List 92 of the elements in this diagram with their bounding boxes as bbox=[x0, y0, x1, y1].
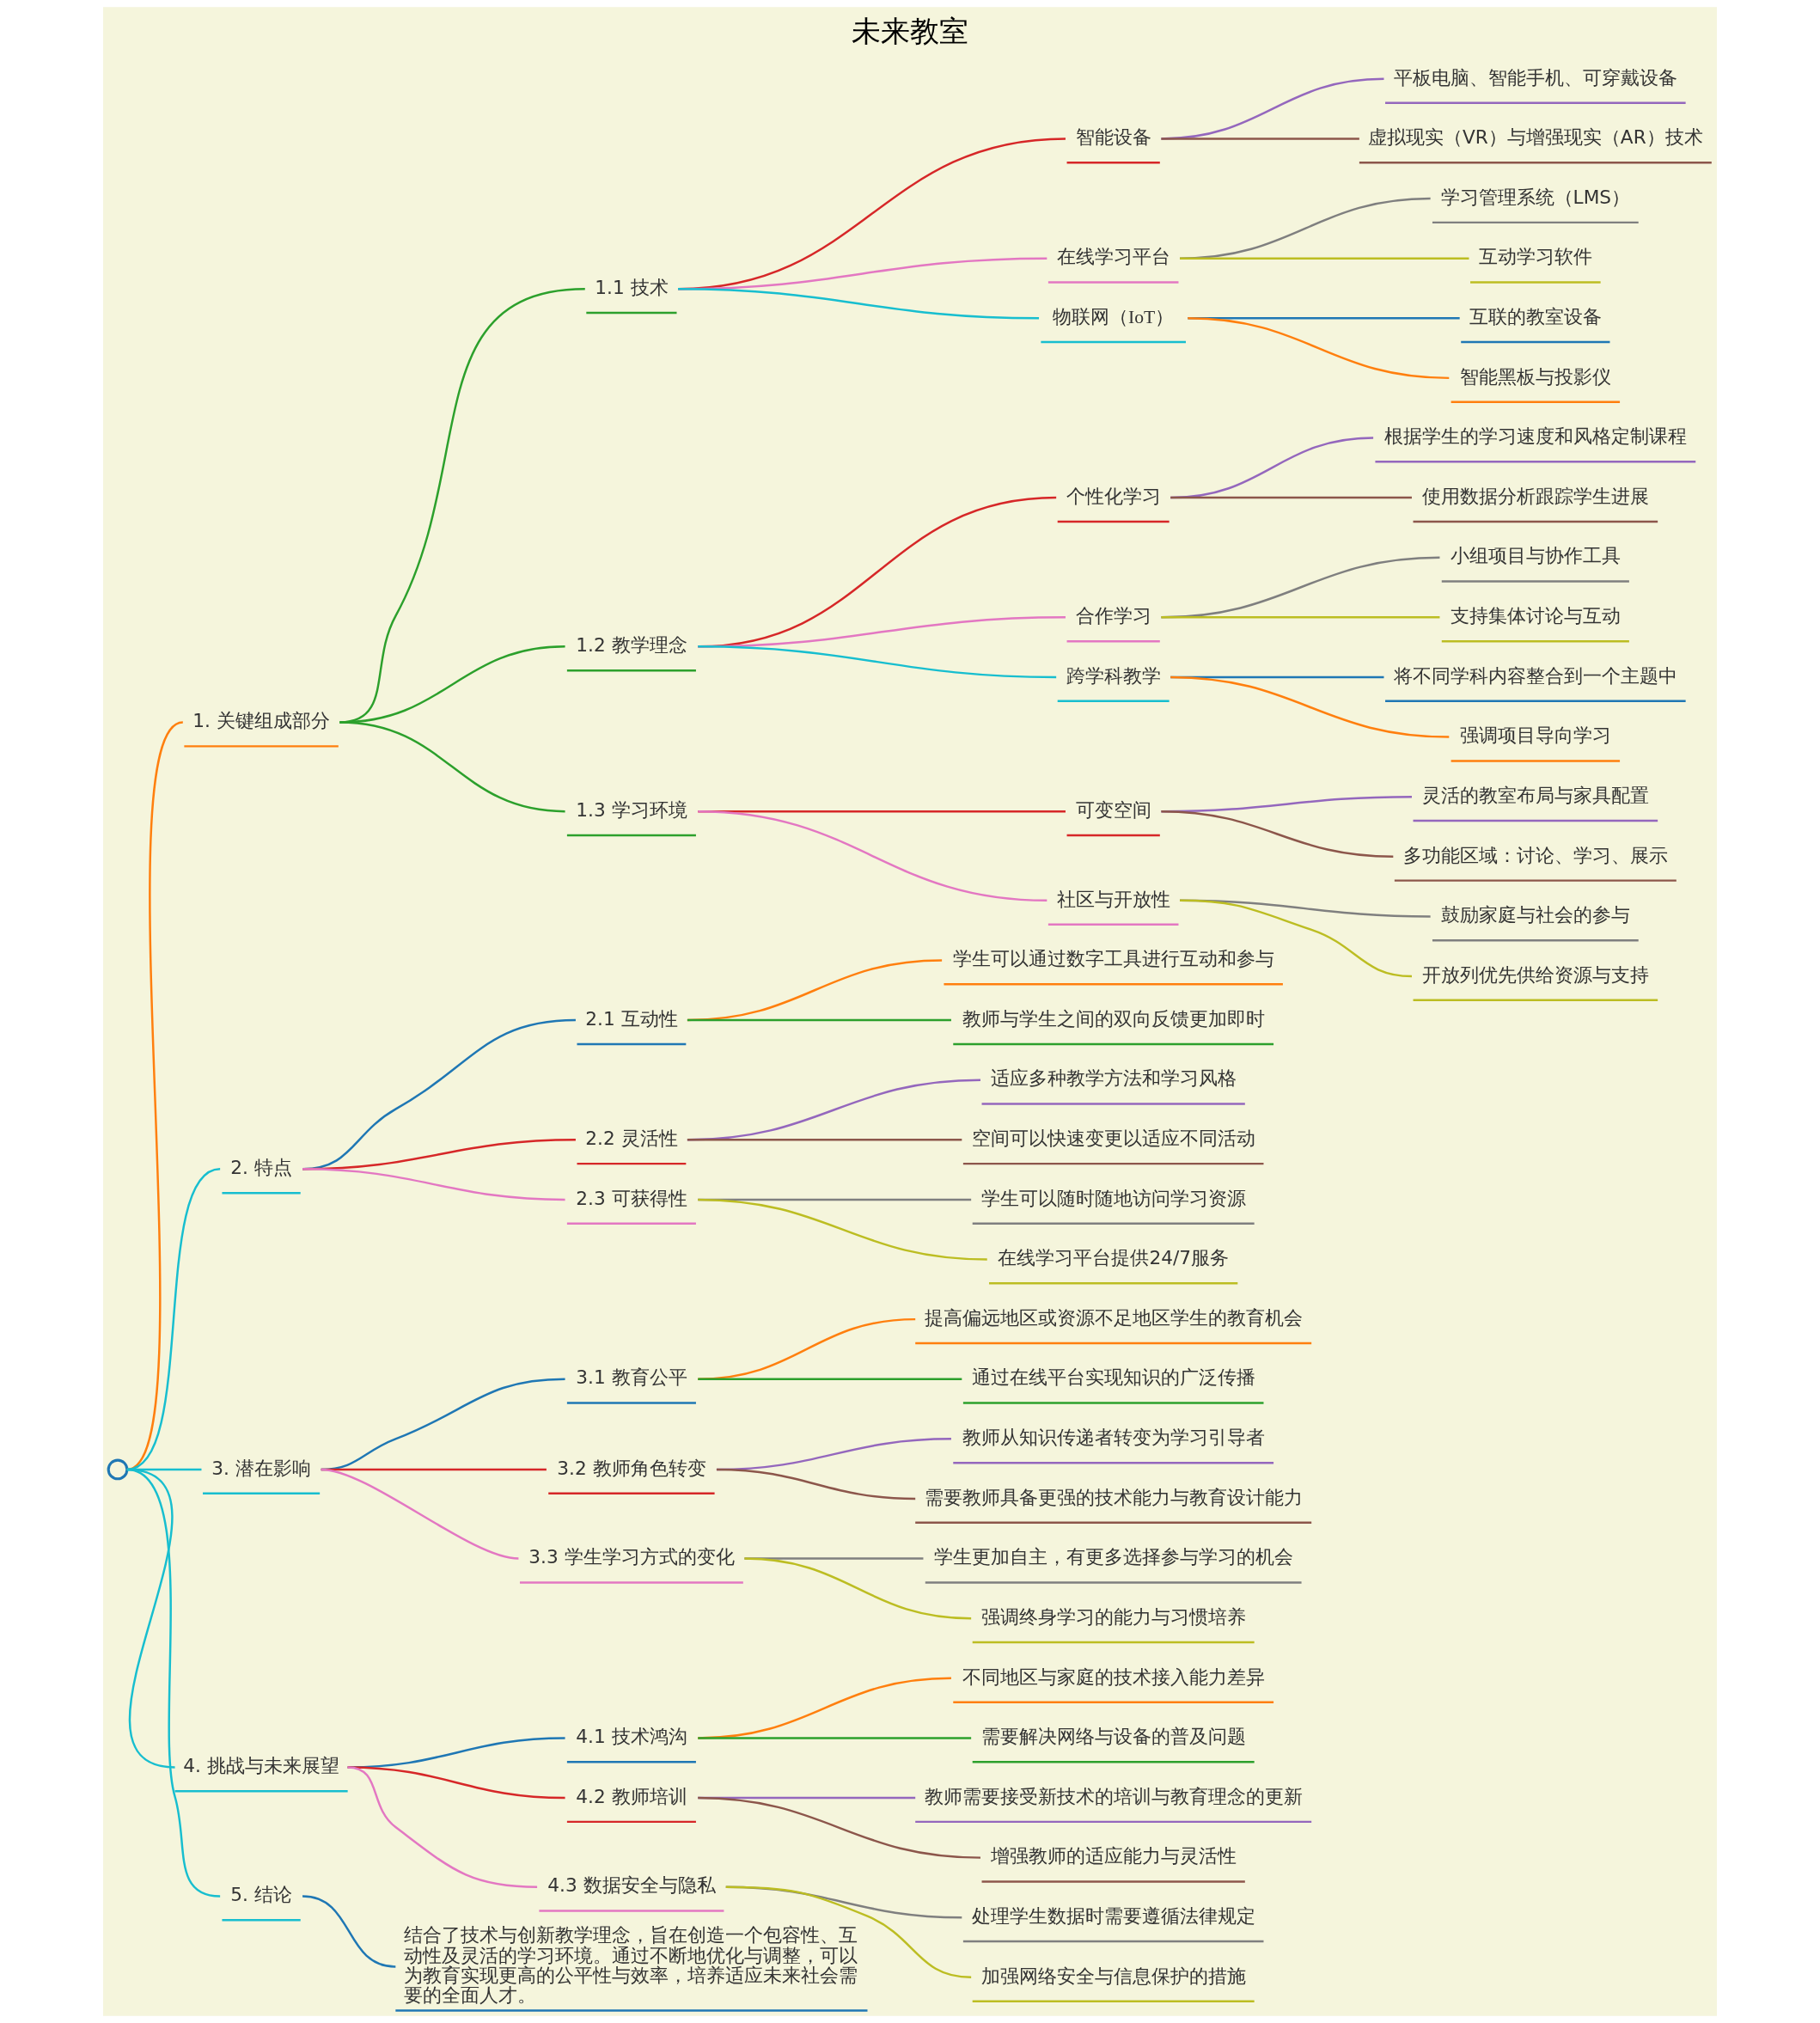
node-text: 增强教师的适应能力与灵活性 bbox=[990, 1845, 1237, 1867]
node-text: 将不同学科内容整合到一个主题中 bbox=[1393, 664, 1677, 687]
node-text: 3.2 教师角色转变 bbox=[557, 1457, 706, 1479]
connector bbox=[1161, 616, 1440, 619]
node-text: 1.1 技术 bbox=[595, 276, 669, 298]
node-text: 空间可以快速变更以适应不同活动 bbox=[971, 1128, 1255, 1149]
connector bbox=[687, 1079, 981, 1141]
node-text: 学生可以通过数字工具进行互动和参与 bbox=[952, 948, 1274, 970]
node-text: 个性化学习 bbox=[1066, 486, 1161, 507]
node-text: 2. 特点 bbox=[230, 1157, 292, 1179]
connector bbox=[716, 1468, 916, 1500]
node-text: 智能黑板与投影仪 bbox=[1459, 365, 1611, 388]
connector bbox=[687, 1018, 951, 1022]
node-text: 强调项目导向学习 bbox=[1459, 724, 1611, 747]
node-text: 需要教师具备更强的技术能力与教育设计能力 bbox=[924, 1486, 1303, 1508]
node-text: 1.3 学习环境 bbox=[576, 798, 687, 821]
connector bbox=[1161, 77, 1384, 140]
connector bbox=[126, 1168, 221, 1471]
node-text: 根据学生的学习速度和风格定制课程 bbox=[1383, 425, 1687, 448]
node-text: 通过在线平台实现知识的广泛传播 bbox=[971, 1366, 1255, 1389]
node-text: 3. 潜在影响 bbox=[211, 1457, 311, 1479]
node-text: 5. 结论 bbox=[230, 1884, 292, 1906]
connector bbox=[1161, 138, 1359, 140]
node-text: 4.2 教师培训 bbox=[576, 1785, 687, 1807]
connector bbox=[698, 1796, 981, 1859]
connector bbox=[744, 1557, 972, 1620]
node-text: 强调终身学习的能力与习惯培养 bbox=[980, 1605, 1246, 1628]
node-text: 学生更加自主，有更多选择参与学习的机会 bbox=[933, 1546, 1293, 1568]
node-text: 社区与开放性 bbox=[1056, 889, 1170, 910]
node-text: 2.2 灵活性 bbox=[585, 1128, 678, 1149]
node-text: 智能设备 bbox=[1075, 127, 1151, 149]
connector bbox=[1188, 317, 1450, 380]
connector bbox=[698, 645, 1057, 679]
connector bbox=[1161, 810, 1394, 858]
node-text: 互联的教室设备 bbox=[1469, 305, 1602, 327]
node-text: 跨学科教学 bbox=[1066, 665, 1161, 687]
connector bbox=[1180, 899, 1413, 978]
node-circle bbox=[107, 1458, 129, 1481]
diagram-title: 未来教室 bbox=[852, 13, 968, 48]
node-text: 平板电脑、智能手机、可穿戴设备 bbox=[1393, 66, 1677, 89]
node-text: 可变空间 bbox=[1075, 799, 1151, 821]
connector bbox=[698, 1198, 987, 1261]
node-text: 3.3 学生学习方式的变化 bbox=[528, 1546, 735, 1568]
node-text: 学生可以随时随地访问学习资源 bbox=[980, 1187, 1246, 1209]
node-text: 教师需要接受新技术的培训与教育理念的更新 bbox=[924, 1785, 1303, 1807]
node-text: 小组项目与协作工具 bbox=[1450, 545, 1621, 567]
connector bbox=[347, 1766, 538, 1888]
connector bbox=[339, 721, 565, 813]
node-text: 加强网络安全与信息保护的措施 bbox=[980, 1965, 1246, 1987]
node-text: 处理学生数据时需要遵循法律规定 bbox=[971, 1904, 1255, 1927]
connector bbox=[321, 1468, 519, 1560]
node-text: 1. 关键组成部分 bbox=[192, 710, 330, 732]
connector bbox=[1170, 675, 1450, 738]
connector bbox=[1180, 257, 1469, 260]
connector bbox=[302, 1895, 396, 1968]
node-text: 物联网（IoT） bbox=[1053, 306, 1175, 327]
node-text: 支持集体讨论与互动 bbox=[1450, 605, 1621, 627]
connector bbox=[687, 1139, 962, 1141]
node-text: 互动学习软件 bbox=[1478, 246, 1592, 268]
node-text: 虚拟现实（VR）与增强现实（AR）技术 bbox=[1368, 126, 1703, 149]
node-text: 灵活的教室布局与家具配置 bbox=[1421, 784, 1649, 806]
connector bbox=[126, 1468, 175, 1769]
node-text: 在线学习平台提供24/7服务 bbox=[998, 1247, 1229, 1269]
node-text: 3.1 教育公平 bbox=[576, 1366, 687, 1389]
connector bbox=[126, 1468, 221, 1898]
connector bbox=[678, 288, 1040, 320]
node-text: 多功能区域：讨论、学习、展示 bbox=[1402, 844, 1668, 866]
connector bbox=[1170, 496, 1412, 499]
node-text: 4.1 技术鸿沟 bbox=[576, 1726, 687, 1748]
connector bbox=[302, 1168, 565, 1201]
node-text: 合作学习 bbox=[1075, 606, 1151, 627]
node-text: 学习管理系统（LMS） bbox=[1440, 186, 1631, 208]
node-text: 4. 挑战与未来展望 bbox=[183, 1755, 339, 1777]
connector bbox=[1161, 556, 1440, 619]
node-text: 教师从知识传递者转变为学习引导者 bbox=[962, 1427, 1265, 1449]
connector bbox=[698, 1378, 962, 1380]
node-text: 2.3 可获得性 bbox=[576, 1187, 687, 1209]
node-text: 4.3 数据安全与隐私 bbox=[547, 1874, 716, 1897]
node-text: 结合了技术与创新教学理念，旨在创造一个包容性、互动性及灵活的学习环境。通过不断地优化与调整，可以为教育实现更高的公平性与效率，培养适应未来社会需要的全面人才。 bbox=[403, 1924, 858, 2007]
node-text: 1.2 教学理念 bbox=[576, 634, 687, 657]
node-text: 不同地区与家庭的技术接入能力差异 bbox=[962, 1665, 1265, 1688]
connector bbox=[698, 1737, 972, 1739]
node-text: 鼓励家庭与社会的参与 bbox=[1440, 904, 1630, 926]
node-text: 教师与学生之间的双向反馈更加即时 bbox=[962, 1007, 1265, 1030]
node-text: 2.1 互动性 bbox=[585, 1007, 678, 1030]
connector bbox=[698, 810, 1047, 902]
node-text: 使用数据分析跟踪学生进展 bbox=[1421, 485, 1649, 507]
node-text: 提高偏远地区或资源不足地区学生的教育机会 bbox=[924, 1306, 1303, 1329]
node-text: 需要解决网络与设备的普及问题 bbox=[980, 1726, 1246, 1748]
node-text: 在线学习平台 bbox=[1056, 247, 1170, 268]
node-text: 开放列优先供给资源与支持 bbox=[1421, 963, 1649, 986]
node-text: 适应多种教学方法和学习风格 bbox=[990, 1067, 1237, 1090]
